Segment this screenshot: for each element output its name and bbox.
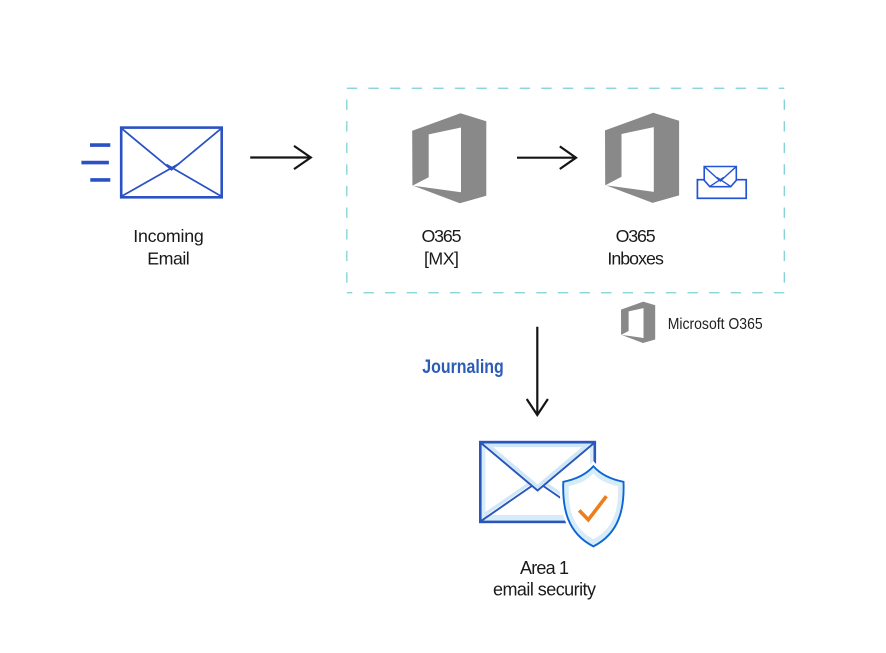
svg-text:Area 1: Area 1 [520,558,569,578]
svg-text:Incoming: Incoming [133,226,204,246]
svg-text:Microsoft O365: Microsoft O365 [668,316,763,333]
svg-text:Email: Email [147,248,190,268]
svg-text:O365: O365 [616,226,656,246]
svg-text:Journaling: Journaling [422,356,504,378]
svg-text:O365: O365 [422,226,462,246]
svg-text:[MX]: [MX] [424,248,459,268]
svg-text:Inboxes: Inboxes [607,248,664,268]
svg-text:email security: email security [493,580,596,600]
